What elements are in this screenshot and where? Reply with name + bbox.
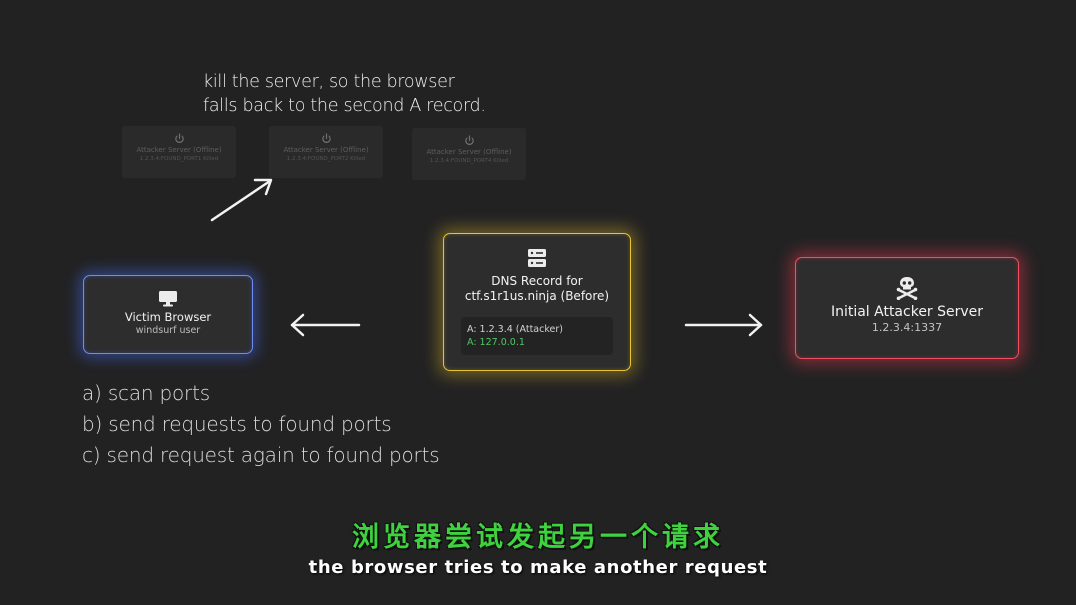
power-icon	[464, 135, 474, 145]
offline-server-title: Attacker Server (Offline)	[426, 148, 512, 156]
dns-record-card: DNS Record for ctf.s1r1us.ninja (Before)…	[443, 233, 631, 371]
server-icon	[528, 249, 546, 267]
skull-crossbones-icon	[896, 277, 918, 300]
annotation-line-1: kill the server, so the browser	[203, 72, 455, 92]
diagonal-arrow	[210, 178, 273, 222]
offline-server-card-2: Attacker Server (Offline) 1.2.3.4:FOUND_…	[269, 126, 383, 178]
annotation-line-2: falls back to the second A record.	[203, 96, 486, 116]
attacker-title: Initial Attacker Server	[830, 304, 984, 320]
victim-title: Victim Browser	[124, 310, 212, 324]
offline-server-detail: 1.2.3.4:FOUND_PORT2 Killed	[286, 156, 366, 162]
dns-title-line-1: DNS Record for	[491, 274, 583, 288]
left-arrow	[290, 313, 361, 337]
annotation-text: kill the server, so the browser falls ba…	[203, 70, 523, 118]
step-item: b) send requests to found ports	[82, 412, 392, 436]
monitor-icon	[159, 291, 177, 307]
step-item: a) scan ports	[82, 381, 210, 405]
attacker-address: 1.2.3.4:1337	[871, 321, 943, 334]
attacker-server-card: Initial Attacker Server 1.2.3.4:1337	[795, 257, 1019, 359]
step-item: c) send request again to found ports	[82, 443, 440, 467]
subtitle-chinese: 浏览器尝试发起另一个请求	[352, 522, 724, 553]
offline-server-title: Attacker Server (Offline)	[283, 146, 369, 154]
offline-server-card-3: Attacker Server (Offline) 1.2.3.4:FOUND_…	[412, 128, 526, 180]
offline-server-title: Attacker Server (Offline)	[136, 146, 222, 154]
dns-record-localhost: A: 127.0.0.1	[467, 337, 525, 348]
power-icon	[174, 133, 184, 143]
subtitle-english: the browser tries to make another reques…	[308, 557, 768, 578]
steps-list: a) scan ports b) send requests to found …	[82, 378, 440, 471]
victim-browser-card: Victim Browser windsurf user	[83, 275, 253, 354]
power-icon	[321, 133, 331, 143]
victim-subtitle: windsurf user	[135, 325, 201, 336]
right-arrow	[684, 313, 763, 337]
offline-server-detail: 1.2.3.4:FOUND_PORT4 Killed	[429, 158, 509, 164]
dns-record-attacker: A: 1.2.3.4 (Attacker)	[467, 324, 563, 335]
dns-title-line-2: ctf.s1r1us.ninja (Before)	[464, 289, 610, 303]
offline-server-card-1: Attacker Server (Offline) 1.2.3.4:FOUND_…	[122, 126, 236, 178]
offline-server-detail: 1.2.3.4:FOUND_PORT1 Killed	[139, 156, 219, 162]
dns-records-box: A: 1.2.3.4 (Attacker) A: 127.0.0.1	[461, 317, 613, 355]
